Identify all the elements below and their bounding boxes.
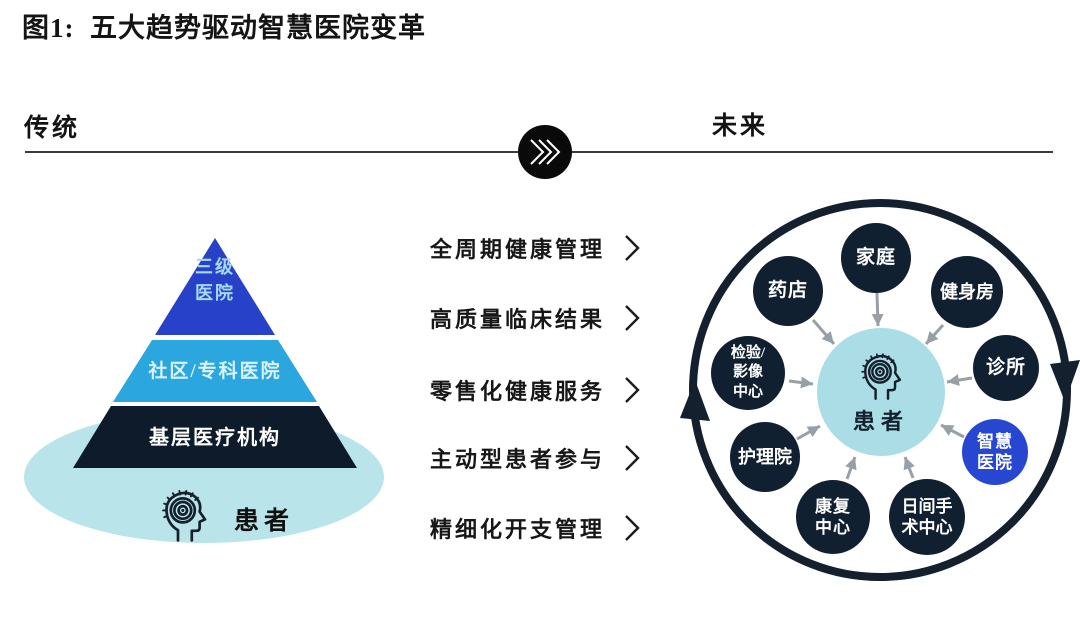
chevron-right-icon — [625, 515, 640, 541]
chevron-right-icon — [625, 445, 640, 471]
pyramid-level-middle — [113, 340, 317, 402]
ring-arrowhead-left — [680, 380, 710, 421]
chevron-right-icon — [625, 235, 640, 261]
traditional-label: 传统 — [24, 115, 81, 142]
trend-label: 高质量临床结果 — [430, 307, 606, 332]
head-profile-mind-icon — [860, 353, 902, 400]
trend-label: 精细化开支管理 — [430, 517, 606, 542]
inward-arrows — [788, 292, 973, 480]
trend-row-high-quality-clinical-outcomes: 高质量临床结果 — [430, 302, 641, 334]
patient-label-traditional: 患者 — [234, 508, 295, 535]
pyramid-level-top — [155, 238, 275, 335]
pyramid-level-bottom — [73, 406, 357, 468]
triple-chevron-right-icon — [518, 125, 572, 179]
node-rehab-center: 康复 中心 — [796, 480, 870, 554]
patient-label-future: 患者 — [852, 409, 909, 434]
chevron-right-icon — [625, 305, 640, 331]
trend-label: 全周期健康管理 — [430, 237, 606, 262]
node-family: 家庭 — [841, 223, 911, 293]
patient-center-circle: 患者 — [817, 328, 945, 456]
trend-row-retail-health-services: 零售化健康服务 — [430, 374, 641, 406]
node-gym: 健身房 — [931, 256, 1003, 328]
node-day-surgery-center: 日间手 术中心 — [889, 479, 965, 555]
trend-label: 零售化健康服务 — [430, 379, 606, 404]
trend-label: 主动型患者参与 — [430, 447, 606, 472]
pyramid-label-community-specialty-hospital: 社区/专科医院 — [148, 361, 282, 382]
pyramid-label-tertiary-hospital: 三级 医院 — [195, 257, 235, 304]
node-nursing-home: 护理院 — [730, 422, 800, 492]
trend-row-lifecycle-health-management: 全周期健康管理 — [430, 232, 641, 264]
ring-arrowhead-right — [1050, 360, 1080, 402]
node-pharmacy: 药店 — [753, 256, 823, 326]
node-clinic: 诊所 — [973, 335, 1039, 401]
node-smart-hospital: 智慧 医院 — [962, 419, 1028, 485]
figure-title: 图1: 五大趋势驱动智慧医院变革 — [22, 13, 426, 43]
chevron-right-icon — [625, 377, 640, 403]
node-lab-imaging-center: 检验/ 影像 中心 — [711, 336, 785, 410]
pyramid — [73, 238, 357, 468]
trend-row-refined-expense-management: 精细化开支管理 — [430, 512, 641, 544]
pyramid-label-primary-care-institutions: 基层医疗机构 — [149, 427, 281, 449]
trend-row-active-patient-engagement: 主动型患者参与 — [430, 442, 641, 474]
future-cycle-ring — [680, 199, 1080, 581]
future-label: 未来 — [712, 113, 769, 140]
